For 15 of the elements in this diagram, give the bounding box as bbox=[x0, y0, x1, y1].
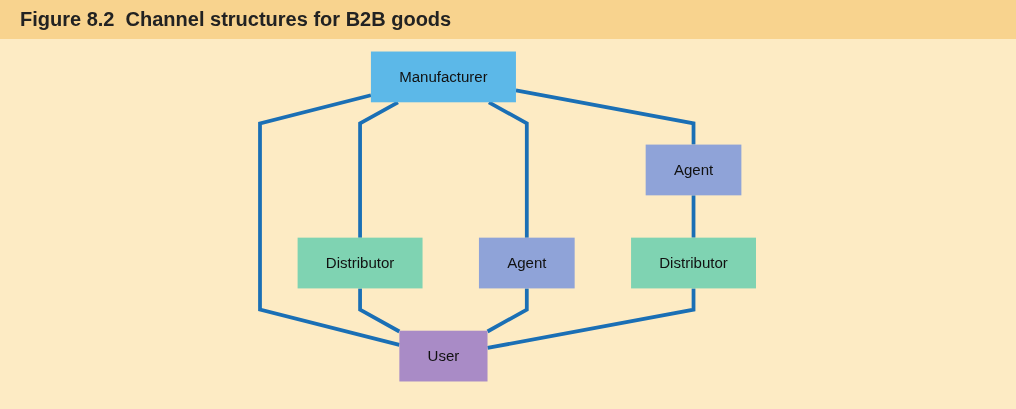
figure-title: Figure 8.2 Channel structures for B2B goods bbox=[0, 0, 1016, 39]
connector bbox=[691, 195, 696, 238]
node-box: Manufacturer bbox=[370, 51, 516, 103]
connector bbox=[358, 100, 399, 238]
node-box: Distributor bbox=[297, 237, 423, 289]
connector bbox=[258, 93, 400, 347]
node-box: Distributor bbox=[631, 237, 756, 289]
node-box: Agent bbox=[478, 237, 575, 289]
connector bbox=[515, 88, 696, 145]
connector bbox=[488, 100, 529, 238]
connector bbox=[358, 288, 401, 334]
node-box: User bbox=[399, 330, 488, 382]
connector bbox=[487, 288, 696, 350]
connector bbox=[486, 288, 529, 334]
node-box: Agent bbox=[645, 144, 742, 196]
